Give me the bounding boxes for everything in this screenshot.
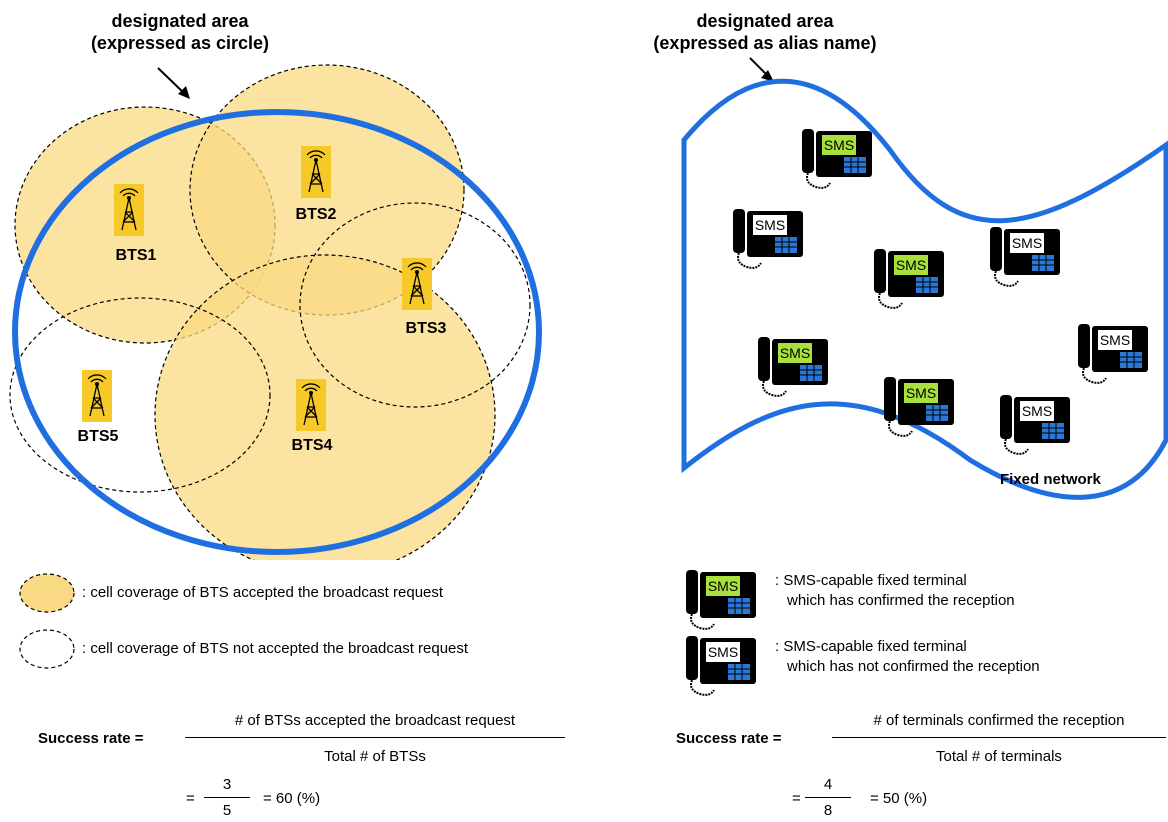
legend-not-confirmed-line2: which has not confirmed the reception — [787, 658, 1040, 675]
bts5-coverage — [9, 297, 271, 493]
sms-terminal-icon: SMS — [1000, 395, 1070, 455]
svg-text:SMS: SMS — [780, 345, 810, 361]
left-eq: = — [186, 790, 195, 807]
svg-text:SMS: SMS — [1012, 235, 1042, 251]
left-title: designated area (expressed as circle) — [60, 10, 300, 54]
bts3-coverage — [299, 202, 531, 408]
title-arrow — [157, 67, 187, 96]
left-title-line1: designated area — [111, 11, 249, 31]
sms-terminal-icon: SMS — [1078, 324, 1148, 384]
left-value-line — [204, 797, 250, 798]
legend-confirmed-line1: : SMS-capable fixed terminal — [775, 572, 967, 589]
left-result: = 60 (%) — [263, 790, 321, 807]
right-title: designated area (expressed as alias name… — [600, 10, 930, 54]
designated-area-alias-shape — [681, 78, 1168, 500]
svg-text:SMS: SMS — [906, 385, 936, 401]
right-fraction-line — [832, 737, 1166, 738]
right-title-line2: (expressed as alias name) — [653, 33, 877, 53]
sms-terminal-icon: SMS — [733, 209, 803, 269]
right-title-line1: designated area — [696, 11, 834, 31]
left-value-num: 3 — [222, 776, 232, 793]
legend-not-confirmed-text: : SMS-capable fixed terminal which has n… — [775, 637, 1040, 677]
bts4-label: BTS4 — [291, 437, 333, 454]
sms-terminal-icon: SMS — [758, 337, 828, 397]
bts3-label: BTS3 — [405, 320, 447, 337]
legend-not-accepted-text: : cell coverage of BTS not accepted the … — [82, 640, 469, 657]
tower-icon — [301, 146, 331, 198]
left-success-rate-label: Success rate = — [38, 730, 144, 747]
sms-terminal-icon: SMS — [990, 227, 1060, 287]
svg-text:SMS: SMS — [708, 644, 738, 660]
bts5-label: BTS5 — [77, 428, 119, 445]
svg-text:SMS: SMS — [708, 578, 738, 594]
legend-not-confirmed-line1: : SMS-capable fixed terminal — [775, 638, 967, 655]
right-value-line — [805, 797, 851, 798]
svg-text:SMS: SMS — [824, 137, 854, 153]
bts1-label: BTS1 — [115, 247, 157, 264]
tower-icon — [402, 258, 432, 310]
legend-confirmed-text: : SMS-capable fixed terminal which has c… — [775, 571, 1015, 611]
right-numerator: # of terminals confirmed the reception — [873, 712, 1125, 729]
left-fraction-line — [185, 737, 565, 738]
designated-area-circle — [12, 109, 542, 555]
right-title-arrow — [749, 57, 769, 77]
right-denominator: Total # of terminals — [936, 748, 1062, 765]
legend-confirmed-line2: which has confirmed the reception — [787, 592, 1015, 609]
fixed-network-label: Fixed network — [1000, 471, 1101, 488]
right-success-rate-label: Success rate = — [676, 730, 782, 747]
svg-text:SMS: SMS — [755, 217, 785, 233]
left-numerator: # of BTSs accepted the broadcast request — [234, 712, 516, 729]
tower-icon — [82, 370, 112, 422]
left-title-line2: (expressed as circle) — [90, 33, 270, 53]
tower-icon — [114, 184, 144, 236]
legend-accepted-swatch — [19, 573, 75, 613]
legend-accepted-text: : cell coverage of BTS accepted the broa… — [82, 584, 444, 601]
right-value-den: 8 — [823, 802, 833, 819]
svg-text:SMS: SMS — [1100, 332, 1130, 348]
sms-terminal-icon: SMS — [884, 377, 954, 437]
right-value-num: 4 — [823, 776, 833, 793]
left-diagram — [9, 64, 542, 560]
legend-not-confirmed-terminal-icon: SMS — [686, 636, 756, 696]
right-diagram — [681, 57, 1168, 500]
sms-terminal-icon: SMS — [802, 129, 872, 189]
sms-terminal-icon: SMS — [874, 249, 944, 309]
left-denominator: Total # of BTSs — [324, 748, 426, 765]
legend-confirmed-terminal-icon: SMS — [686, 570, 756, 630]
tower-icon — [296, 379, 326, 431]
svg-text:SMS: SMS — [896, 257, 926, 273]
bts2-label: BTS2 — [295, 206, 337, 223]
left-legend-swatches — [19, 573, 75, 669]
legend-not-accepted-swatch — [19, 629, 75, 669]
right-result: = 50 (%) — [870, 790, 928, 807]
svg-text:SMS: SMS — [1022, 403, 1052, 419]
right-eq: = — [792, 790, 801, 807]
left-value-den: 5 — [222, 802, 232, 819]
